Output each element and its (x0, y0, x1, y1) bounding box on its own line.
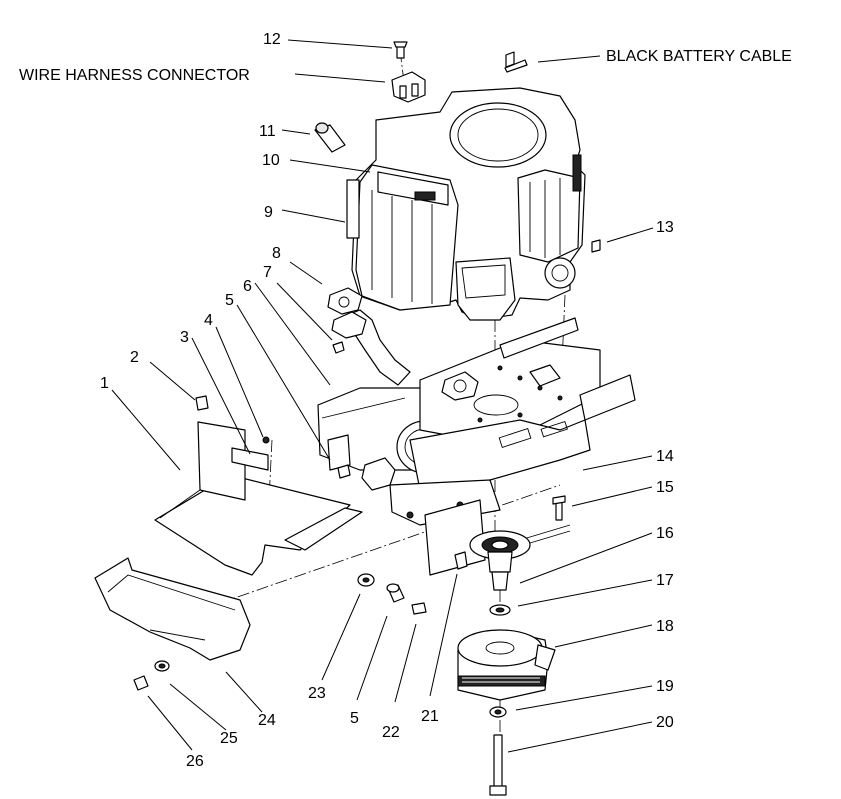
engine (346, 87, 586, 321)
callout-18: 18 (656, 618, 674, 635)
callout-11: 11 (259, 123, 276, 140)
callout-4: 4 (204, 312, 213, 329)
callout-5-lower: 5 (350, 710, 359, 727)
callout-20: 20 (656, 714, 674, 731)
callout-23: 23 (308, 685, 326, 702)
callout-3: 3 (180, 329, 189, 346)
callout-15: 15 (656, 479, 674, 496)
pulley-clutch-stack (457, 530, 556, 796)
fuel-filter-part (314, 122, 346, 153)
callout-8: 8 (272, 245, 281, 262)
callout-13: 13 (656, 219, 674, 236)
callout-26: 26 (186, 753, 204, 770)
callout-16: 16 (656, 525, 674, 542)
wire-harness-connector-label: WIRE HARNESS CONNECTOR (19, 67, 250, 84)
bottom-hardware (357, 573, 427, 615)
callout-7: 7 (263, 264, 272, 281)
frame-assembly (389, 317, 636, 576)
callout-10: 10 (262, 152, 280, 169)
discharge-deflector (94, 557, 251, 691)
callout-24: 24 (258, 712, 276, 729)
callout-1: 1 (100, 375, 109, 392)
discharge-chute-area (154, 395, 363, 576)
leader-lines (111, 39, 654, 753)
callout-5-upper: 5 (225, 292, 234, 309)
text-labels: WIRE HARNESS CONNECTOR BLACK BATTERY CAB… (19, 48, 792, 84)
callout-12: 12 (263, 31, 281, 48)
wire-harness-connector-part (391, 41, 426, 103)
callout-6: 6 (243, 278, 252, 295)
battery-cable-bolt (504, 51, 528, 73)
black-battery-cable-label: BLACK BATTERY CABLE (606, 48, 792, 65)
callout-2: 2 (130, 349, 139, 366)
callout-22: 22 (382, 724, 400, 741)
callout-19: 19 (656, 678, 674, 695)
callout-17: 17 (656, 572, 674, 589)
callout-9: 9 (264, 204, 273, 221)
callout-numbers: 1 2 3 4 5 6 7 8 9 10 11 12 13 14 15 16 1… (100, 31, 674, 770)
callout-25: 25 (220, 730, 238, 747)
engine-nut-13 (591, 239, 601, 253)
callout-14: 14 (656, 448, 674, 465)
callout-21: 21 (421, 708, 439, 725)
